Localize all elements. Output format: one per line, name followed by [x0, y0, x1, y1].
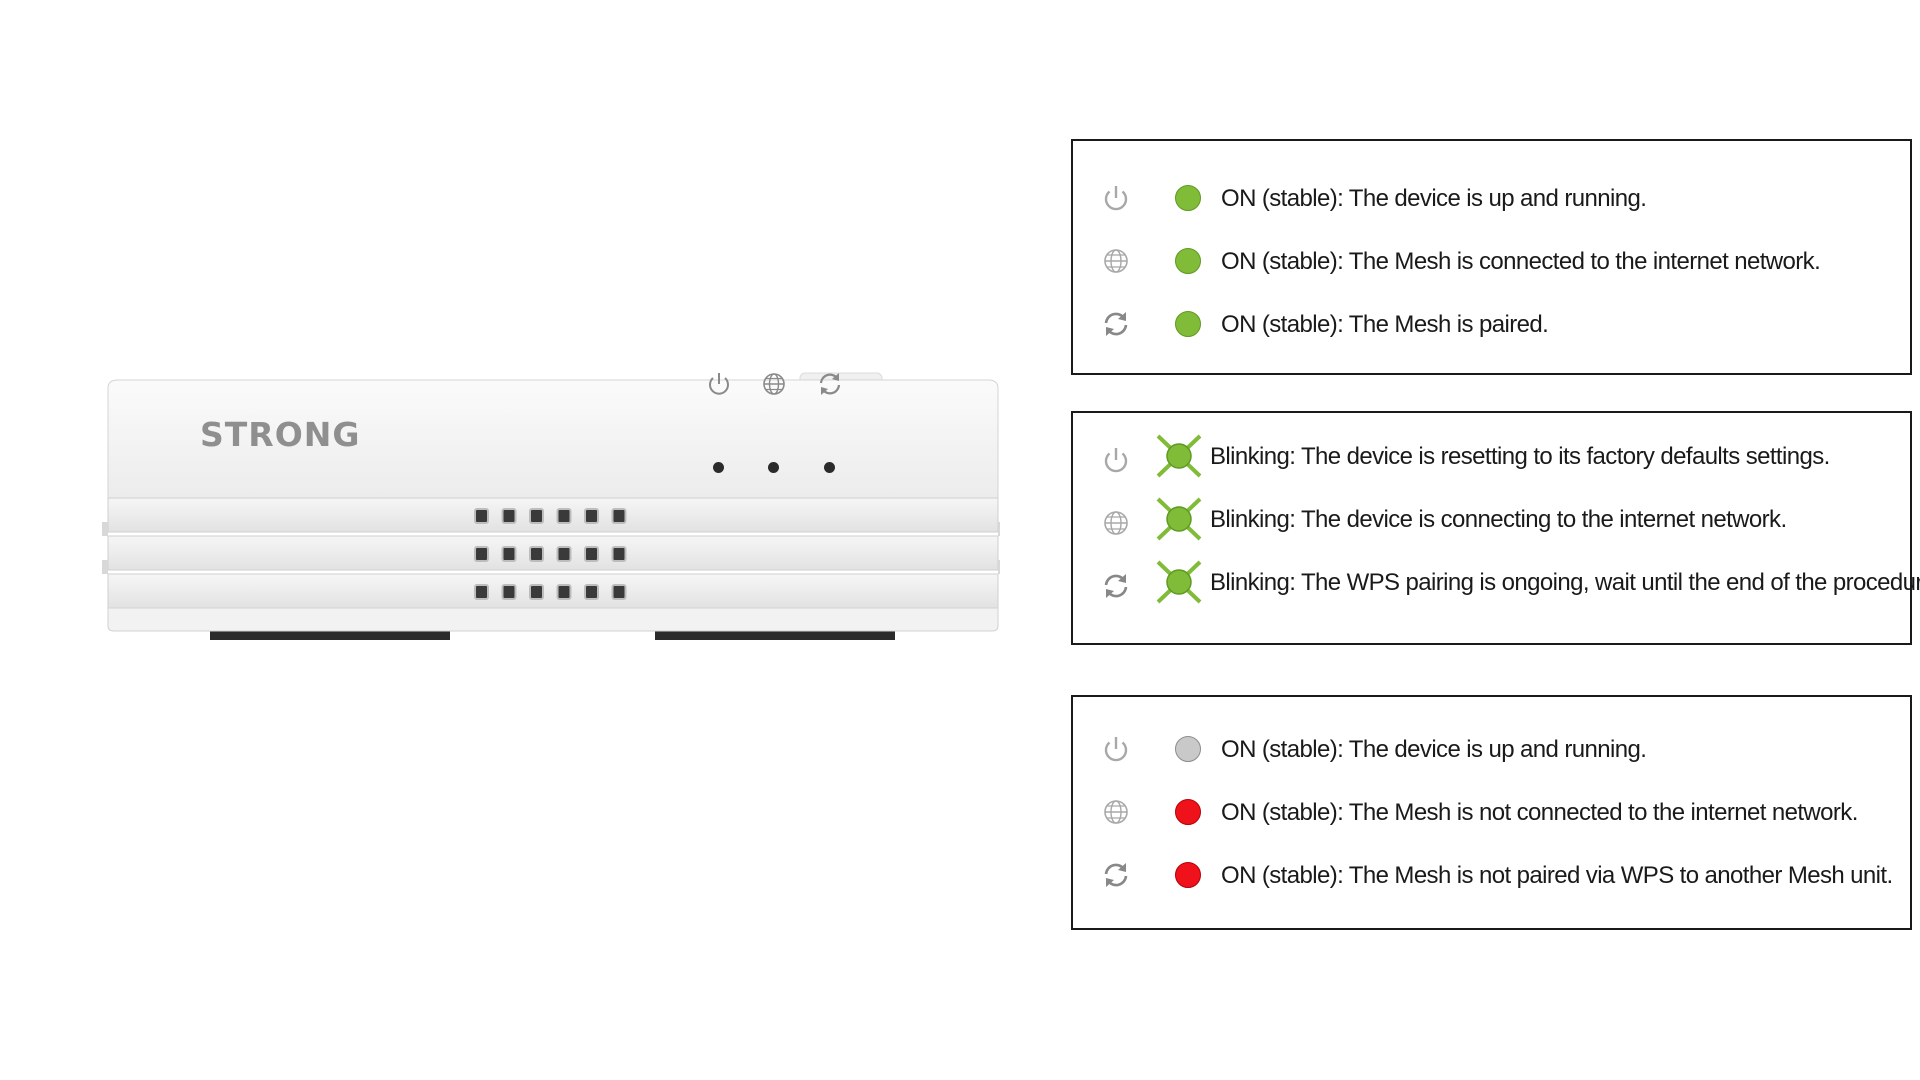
blinking-led-icon — [1156, 434, 1202, 478]
globe-icon — [1104, 249, 1128, 273]
pairing-led — [824, 462, 835, 473]
legend-row: Blinking: The device is resetting to its… — [1073, 433, 1910, 478]
legend-row: ON (stable): The Mesh is connected to th… — [1073, 238, 1910, 282]
legend-text: ON (stable): The Mesh is not paired via … — [1221, 862, 1893, 889]
power-led — [713, 462, 724, 473]
device-body — [102, 372, 1000, 640]
brand-logo: STRONG — [200, 415, 361, 454]
sync-icon — [1104, 312, 1128, 336]
vent-slot — [584, 508, 599, 524]
legend-panel-fault: ON (stable): The device is up and runnin… — [1071, 695, 1912, 930]
legend-text: ON (stable): The Mesh is not connected t… — [1221, 799, 1858, 826]
vent-slot — [556, 508, 572, 524]
power-icon — [1104, 448, 1128, 473]
legend-text: Blinking: The WPS pairing is ongoing, wa… — [1210, 569, 1920, 596]
legend-panel-stable: ON (stable): The device is up and runnin… — [1071, 139, 1912, 375]
vent-slot — [529, 546, 544, 562]
blinking-led-icon — [1156, 560, 1202, 604]
led-green — [1175, 185, 1201, 211]
sync-icon — [1104, 574, 1128, 598]
internet-led — [768, 462, 779, 473]
legend-text: ON (stable): The device is up and runnin… — [1221, 185, 1647, 212]
sync-icon — [819, 373, 841, 395]
legend-row: ON (stable): The Mesh is not paired via … — [1073, 852, 1910, 896]
legend-row: ON (stable): The Mesh is paired. — [1073, 301, 1910, 345]
legend-row: ON (stable): The device is up and runnin… — [1073, 175, 1910, 219]
legend-row: ON (stable): The device is up and runnin… — [1073, 726, 1910, 770]
led-green — [1175, 311, 1201, 337]
vent-slot — [501, 584, 517, 600]
mesh-device-illustration: STRONG — [100, 370, 1000, 650]
vent-slot — [556, 546, 572, 562]
vent-slot — [611, 546, 627, 562]
vent-slot — [556, 584, 572, 600]
vent-slot — [501, 546, 517, 562]
power-icon — [1104, 737, 1128, 762]
legend-panel-blinking: Blinking: The device is resetting to its… — [1071, 411, 1920, 645]
globe-icon — [763, 373, 785, 395]
globe-icon — [1104, 800, 1128, 824]
legend-text: ON (stable): The device is up and runnin… — [1221, 736, 1647, 763]
led-grey — [1175, 736, 1201, 762]
vent-slot — [529, 508, 544, 524]
legend-row: Blinking: The device is connecting to th… — [1073, 496, 1910, 541]
led-red — [1175, 799, 1201, 825]
power-icon — [709, 373, 729, 395]
legend-text: ON (stable): The Mesh is paired. — [1221, 311, 1549, 338]
legend-text: ON (stable): The Mesh is connected to th… — [1221, 248, 1821, 275]
legend-text: Blinking: The device is connecting to th… — [1210, 506, 1787, 533]
globe-icon — [1104, 511, 1128, 535]
led-red — [1175, 862, 1201, 888]
sync-icon — [1104, 863, 1128, 887]
legend-row: ON (stable): The Mesh is not connected t… — [1073, 789, 1910, 833]
vent-slot — [611, 508, 627, 524]
vent-slot — [584, 584, 599, 600]
vent-slot — [501, 508, 517, 524]
vent-slot — [474, 546, 489, 562]
vent-slot — [529, 584, 544, 600]
legend-text: Blinking: The device is resetting to its… — [1210, 443, 1830, 470]
legend-row: Blinking: The WPS pairing is ongoing, wa… — [1073, 559, 1920, 604]
vent-slot — [584, 546, 599, 562]
led-green — [1175, 248, 1201, 274]
blinking-led-icon — [1156, 497, 1202, 541]
vent-slot — [611, 584, 627, 600]
vent-slot — [474, 508, 489, 524]
power-icon — [1104, 186, 1128, 211]
vent-slot — [474, 584, 489, 600]
